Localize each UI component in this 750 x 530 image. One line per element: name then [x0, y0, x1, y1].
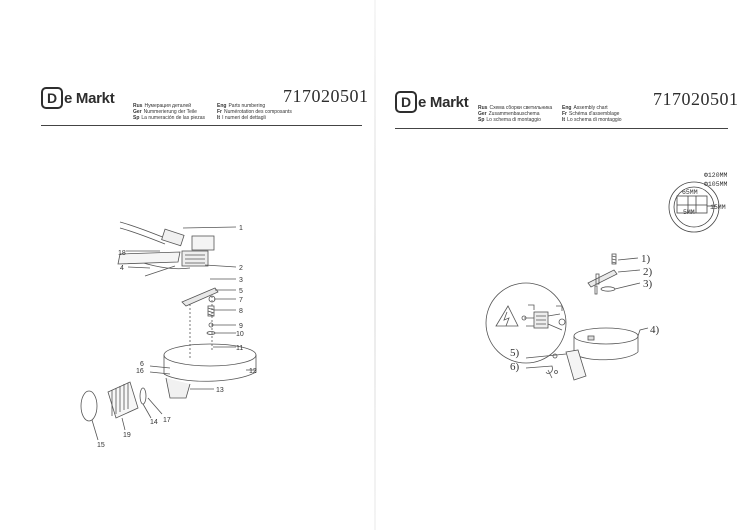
callout-13: 13 — [216, 387, 224, 394]
callout-17: 17 — [163, 417, 171, 424]
callout-11: 11 — [236, 345, 243, 352]
driver-box — [161, 228, 185, 247]
washer-disc — [600, 286, 616, 292]
dim-outer-diameter: Φ120MM — [704, 172, 728, 179]
step-3: 3) — [643, 278, 653, 290]
dim-height-65: 65MM — [682, 189, 698, 196]
header-rule — [395, 128, 728, 129]
product-code: 717020501 — [653, 89, 739, 109]
front-glass — [80, 390, 98, 422]
callout-3: 3 — [239, 277, 243, 284]
lamp-head — [107, 381, 139, 419]
lamp-head — [565, 349, 587, 381]
mounting-bracket — [587, 269, 618, 288]
page-fold — [374, 0, 376, 530]
dimension-drawing — [668, 181, 720, 233]
callout-6: 6 — [140, 361, 144, 368]
brand-logo: D e Markt — [41, 87, 115, 109]
step-1: 1) — [641, 253, 651, 265]
dim-height-15: 15MM — [710, 204, 726, 211]
callout-10: 10 — [236, 331, 244, 338]
brand-logo-mark: D — [395, 91, 417, 113]
callout-4: 4 — [120, 265, 124, 272]
housing-ring — [573, 327, 639, 345]
callout-7: 7 — [239, 297, 243, 304]
step-6: 6) — [510, 361, 520, 373]
step-4: 4) — [650, 324, 660, 336]
mounting-plate — [117, 251, 181, 265]
brand-logo-text: e Markt — [418, 93, 469, 111]
wiring-inset — [485, 282, 567, 364]
power-cable — [119, 221, 166, 239]
brand-logo: D e Markt — [395, 91, 469, 113]
product-code: 717020501 — [283, 86, 369, 106]
brand-logo-mark: D — [41, 87, 63, 109]
callout-5: 5 — [239, 288, 243, 295]
callout-18: 18 — [118, 250, 126, 257]
callout-1: 1 — [239, 225, 243, 232]
brand-logo-text: e Markt — [64, 89, 115, 107]
step-5: 5) — [510, 347, 520, 359]
dim-inner-diameter: Φ105MM — [704, 181, 728, 188]
mounting-bracket — [181, 287, 219, 307]
callout-9: 9 — [239, 323, 243, 330]
callout-2: 2 — [239, 265, 243, 272]
cable-clamp — [191, 235, 215, 251]
seal-ring — [139, 387, 147, 405]
step-2: 2) — [643, 266, 653, 278]
exploded-parts-diagram: 1 2 3 4 5 6 7 8 9 10 11 12 13 14 15 16 1… — [80, 221, 257, 449]
header-rule — [41, 125, 362, 126]
assembly-diagram: Φ120MM Φ105MM 65MM 5MM 15MM — [485, 172, 728, 381]
callout-16: 16 — [136, 368, 144, 375]
callout-19: 19 — [123, 432, 131, 439]
lamp-neck — [165, 377, 191, 399]
callout-15: 15 — [97, 442, 105, 449]
callout-12: 12 — [249, 368, 257, 375]
dim-height-5: 5MM — [683, 209, 695, 216]
warning-triangle-icon — [495, 305, 519, 327]
callout-14: 14 — [150, 419, 158, 426]
terminal-block — [181, 250, 209, 267]
callout-8: 8 — [239, 308, 243, 315]
